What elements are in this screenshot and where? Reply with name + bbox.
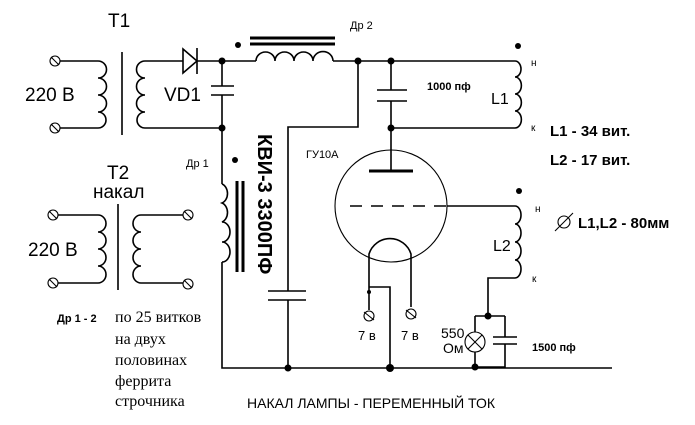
terminal-icon <box>405 308 417 320</box>
l1-label: L1 <box>491 91 509 108</box>
t2-primary-leads <box>58 214 98 284</box>
diode-label: VD1 <box>164 85 201 106</box>
note-diameter-text: L1,L2 - 80мм <box>578 215 669 232</box>
note-chokes-label: Др 1 - 2 <box>57 313 97 325</box>
note-l1-turns: L1 - 34 вит. <box>550 123 630 140</box>
lamp-icon <box>464 331 486 353</box>
note-chokes-line: строчника <box>115 393 185 410</box>
polarity-dot <box>515 43 521 49</box>
diameter-icon <box>557 215 571 229</box>
junction-dot <box>471 363 479 371</box>
tube-label: ГУ10А <box>306 149 339 161</box>
note-chokes-line: по 25 витков <box>115 309 202 326</box>
l1-end: к <box>531 123 536 134</box>
note-diameter: L1,L2 - 80мм <box>554 212 669 232</box>
t2-secondary-leads <box>141 214 183 284</box>
diode-icon <box>182 47 199 75</box>
polarity-dot <box>235 42 241 48</box>
capacitor-filter <box>211 61 234 128</box>
t2-label: T2 <box>107 163 129 184</box>
t1-voltage: 220 В <box>25 85 75 106</box>
wire-ground-rail <box>221 262 612 369</box>
junction-dot <box>386 364 394 372</box>
capacitor-1000pf-label: 1000 пф <box>427 81 471 93</box>
polarity-dot <box>516 188 522 194</box>
capacitor-kvi3: КВИ-3 3300ПФ <box>253 134 306 368</box>
lamp-value: 550 <box>441 325 465 341</box>
t1-primary-leads <box>60 60 98 129</box>
note-chokes-line: половинах <box>115 352 187 369</box>
terminal-icon <box>49 55 61 67</box>
capacitor-kvi3-label: КВИ-3 3300ПФ <box>253 134 275 274</box>
dr1-label: Др 1 <box>186 158 209 170</box>
note-l2-turns: L2 - 17 вит. <box>550 152 630 169</box>
dr2-label: Др 2 <box>350 20 373 32</box>
tube-filament <box>368 237 412 307</box>
terminal-icon <box>182 278 194 290</box>
t2-secondary-winding <box>132 214 142 284</box>
t1-secondary-winding <box>135 60 146 129</box>
coil-l2: н к L2 <box>493 188 541 285</box>
lamp-resistor: 550 Ом <box>441 325 486 356</box>
heater-voltage-2: 7 в <box>401 328 419 343</box>
terminal-icon <box>49 122 61 134</box>
junction-dot <box>367 290 371 294</box>
terminal-icon <box>47 209 59 221</box>
terminal-icon <box>182 209 194 221</box>
junction-dot <box>218 57 226 65</box>
choke-dr2: Др 2 <box>235 20 373 62</box>
junction-dot <box>284 364 292 372</box>
heater-terminal-1: 7 в <box>358 310 376 343</box>
diode-vd1: VD1 <box>164 47 201 106</box>
t2-subtitle: накал <box>93 182 144 203</box>
t2-voltage: 220 В <box>28 240 78 261</box>
l2-end: к <box>532 274 537 285</box>
note-chokes-line: феррита <box>115 373 171 390</box>
t2-primary-winding <box>97 214 107 284</box>
t1-label: T1 <box>108 11 130 32</box>
terminal-icon <box>363 310 375 322</box>
l2-label: L2 <box>493 238 511 255</box>
terminal-icon <box>47 277 59 289</box>
wire <box>487 277 515 316</box>
tube-gu10a: ГУ10А <box>306 149 448 307</box>
polarity-dot <box>232 157 238 163</box>
note-heater: НАКАЛ ЛАМПЫ - ПЕРЕМЕННЫЙ ТОК <box>247 394 496 411</box>
lamp-unit: Ом <box>443 340 464 356</box>
heater-terminal-2: 7 в <box>401 308 419 343</box>
wire <box>287 61 359 291</box>
wire <box>369 286 391 368</box>
capacitor-1500pf-label: 1500 пф <box>532 342 576 354</box>
l1-start: н <box>531 58 537 69</box>
choke-dr1: Др 1 <box>186 157 245 272</box>
capacitor-1500pf: 1500 пф <box>493 316 576 368</box>
transformer-t1: T1 220 В <box>25 11 146 135</box>
capacitor-1000pf: 1000 пф <box>377 61 471 128</box>
coil-l1: н к L1 <box>491 43 537 134</box>
note-chokes-line: на двух <box>115 331 166 348</box>
heater-voltage-1: 7 в <box>358 328 376 343</box>
t1-primary-winding <box>97 60 108 129</box>
l2-start: н <box>535 204 541 215</box>
transformer-t2: T2 накал 220 В <box>28 163 194 290</box>
